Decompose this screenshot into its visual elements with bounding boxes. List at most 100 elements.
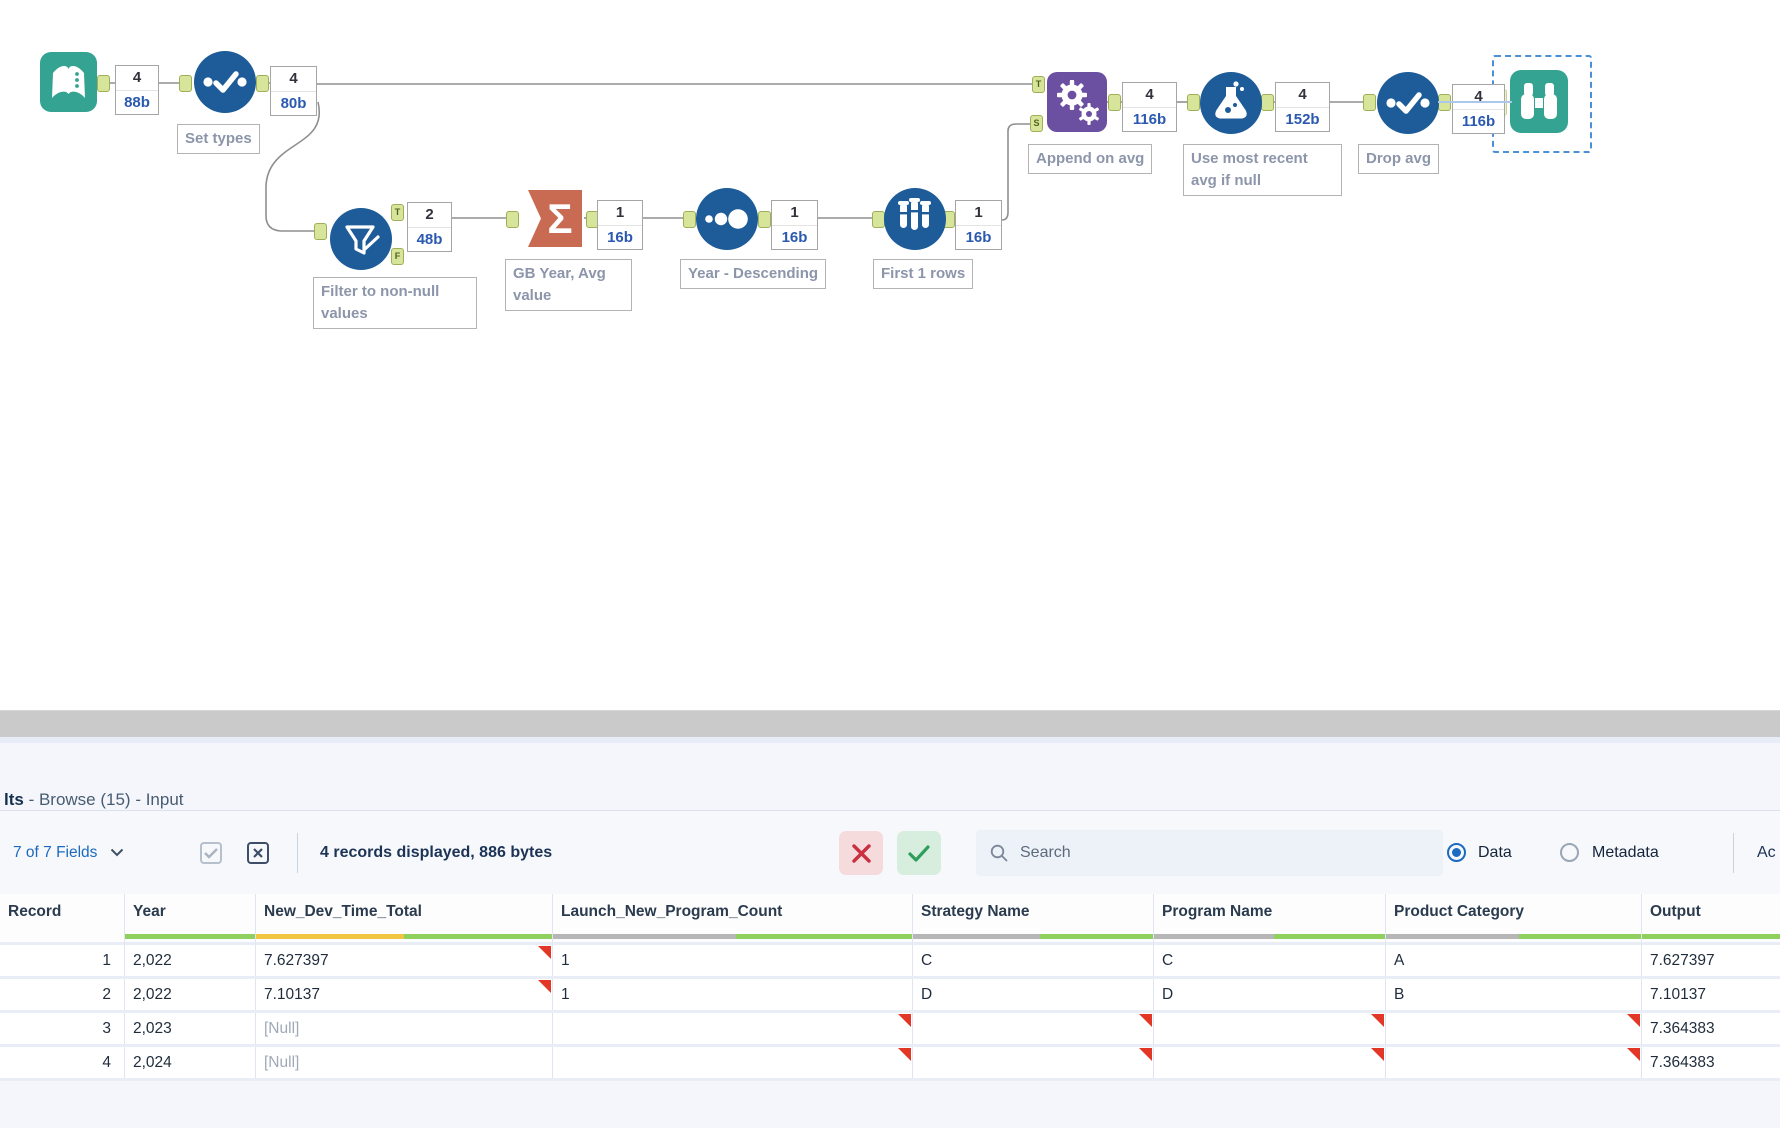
warning-triangle xyxy=(1627,1014,1640,1027)
data-radio-label[interactable]: Data xyxy=(1478,844,1512,861)
source-input-anchor[interactable]: S xyxy=(1030,115,1043,132)
output-anchor[interactable] xyxy=(758,211,771,228)
table-cell[interactable]: 2,023 xyxy=(125,1013,256,1044)
tool-label[interactable]: Use most recent avg if null xyxy=(1183,144,1342,196)
cancel-button[interactable] xyxy=(839,831,883,875)
table-cell[interactable]: [Null] xyxy=(256,1013,553,1044)
cell-value: 3 xyxy=(102,1020,111,1037)
tool-sample[interactable] xyxy=(884,188,946,255)
table-cell[interactable]: 1 xyxy=(553,945,913,976)
results-toolbar: 7 of 7 Fields 4 records displayed, 886 b… xyxy=(0,810,1780,896)
table-cell[interactable]: 7.364383 xyxy=(1642,1013,1780,1044)
column-header[interactable]: Launch_New_Program_Count xyxy=(553,894,913,945)
table-cell[interactable]: 7.10137 xyxy=(1642,979,1780,1010)
input-anchor[interactable] xyxy=(179,75,192,92)
column-header[interactable]: Product Category xyxy=(1386,894,1642,945)
table-cell[interactable]: 7.364383 xyxy=(1642,1047,1780,1078)
metadata-radio-label[interactable]: Metadata xyxy=(1592,844,1659,861)
false-output-anchor[interactable]: F xyxy=(391,248,404,265)
input-anchor[interactable] xyxy=(683,211,696,228)
table-cell[interactable] xyxy=(553,1047,913,1078)
actions-label[interactable]: Ac xyxy=(1757,844,1776,861)
output-anchor[interactable] xyxy=(1261,94,1274,111)
record-number-cell[interactable]: 1 xyxy=(0,945,125,976)
table-cell[interactable] xyxy=(1154,1013,1386,1044)
output-anchor[interactable] xyxy=(256,75,269,92)
record-number-cell[interactable]: 4 xyxy=(0,1047,125,1078)
column-header[interactable]: Record xyxy=(0,894,125,945)
cell-value: 1 xyxy=(561,952,570,969)
data-quality-bar xyxy=(256,934,552,939)
tool-select-drop-avg[interactable] xyxy=(1377,72,1439,139)
tool-sort[interactable] xyxy=(696,188,758,255)
table-cell[interactable] xyxy=(913,1047,1154,1078)
metadata-radio[interactable] xyxy=(1560,843,1579,862)
table-cell[interactable]: C xyxy=(1154,945,1386,976)
fields-dropdown[interactable]: 7 of 7 Fields xyxy=(13,811,124,895)
table-cell[interactable] xyxy=(1154,1047,1386,1078)
column-header-label: Record xyxy=(8,903,62,920)
search-input[interactable] xyxy=(1018,843,1402,863)
panel-splitter[interactable] xyxy=(0,710,1780,738)
tool-append-fields[interactable] xyxy=(1047,72,1107,137)
output-anchor[interactable] xyxy=(1108,94,1121,111)
data-radio[interactable] xyxy=(1447,843,1466,862)
column-header[interactable]: Year xyxy=(125,894,256,945)
tool-filter[interactable] xyxy=(330,208,392,275)
table-cell[interactable]: B xyxy=(1386,979,1642,1010)
tool-label[interactable]: Filter to non-null values xyxy=(313,277,477,329)
table-cell[interactable]: 2,022 xyxy=(125,979,256,1010)
table-row[interactable]: 3 2,023[Null] 7.364383 xyxy=(0,1013,1780,1047)
table-cell[interactable] xyxy=(913,1013,1154,1044)
true-output-anchor[interactable]: T xyxy=(391,204,404,221)
test-tubes-sample-icon xyxy=(884,188,946,250)
workflow-canvas[interactable]: T F T S xyxy=(0,0,1780,710)
search-box[interactable] xyxy=(976,830,1443,876)
table-cell[interactable]: 7.627397 xyxy=(1642,945,1780,976)
table-cell[interactable]: C xyxy=(913,945,1154,976)
input-anchor[interactable] xyxy=(314,223,327,240)
deselect-all-fields-button[interactable] xyxy=(247,842,269,864)
tool-browse[interactable] xyxy=(1510,70,1568,138)
target-input-anchor[interactable]: T xyxy=(1032,76,1045,93)
table-cell[interactable] xyxy=(1386,1013,1642,1044)
tool-label[interactable]: GB Year, Avg value xyxy=(505,259,632,311)
tool-label[interactable]: Year - Descending xyxy=(680,259,827,289)
tool-label[interactable]: Drop avg xyxy=(1358,144,1440,174)
tool-label[interactable]: Set types xyxy=(177,124,260,154)
column-header[interactable]: Program Name xyxy=(1154,894,1386,945)
table-cell[interactable]: D xyxy=(913,979,1154,1010)
column-header[interactable]: Output xyxy=(1642,894,1780,945)
toolbar-divider xyxy=(1733,833,1734,873)
input-anchor[interactable] xyxy=(506,211,519,228)
tool-input-data[interactable] xyxy=(40,52,97,117)
tool-label[interactable]: First 1 rows xyxy=(873,259,974,289)
output-anchor[interactable] xyxy=(97,75,110,92)
apply-button[interactable] xyxy=(897,831,941,875)
tool-summarize[interactable]: Σ xyxy=(524,189,586,253)
table-cell[interactable]: 7.627397 xyxy=(256,945,553,976)
table-cell[interactable] xyxy=(553,1013,913,1044)
table-cell[interactable] xyxy=(1386,1047,1642,1078)
table-cell[interactable]: 1 xyxy=(553,979,913,1010)
tool-label[interactable]: Append on avg xyxy=(1028,144,1153,174)
table-cell[interactable]: 2,022 xyxy=(125,945,256,976)
warning-triangle xyxy=(538,980,551,993)
input-anchor[interactable] xyxy=(1187,94,1200,111)
table-cell[interactable]: [Null] xyxy=(256,1047,553,1078)
table-cell[interactable]: 7.10137 xyxy=(256,979,553,1010)
tool-select-set-types[interactable] xyxy=(194,51,256,118)
table-cell[interactable]: A xyxy=(1386,945,1642,976)
column-header[interactable]: New_Dev_Time_Total xyxy=(256,894,553,945)
table-cell[interactable]: 2,024 xyxy=(125,1047,256,1078)
tool-formula[interactable] xyxy=(1200,72,1262,139)
record-number-cell[interactable]: 3 xyxy=(0,1013,125,1044)
record-number-cell[interactable]: 2 xyxy=(0,979,125,1010)
input-anchor[interactable] xyxy=(1363,94,1376,111)
column-header[interactable]: Strategy Name xyxy=(913,894,1154,945)
table-cell[interactable]: D xyxy=(1154,979,1386,1010)
select-all-fields-button[interactable] xyxy=(200,842,222,864)
